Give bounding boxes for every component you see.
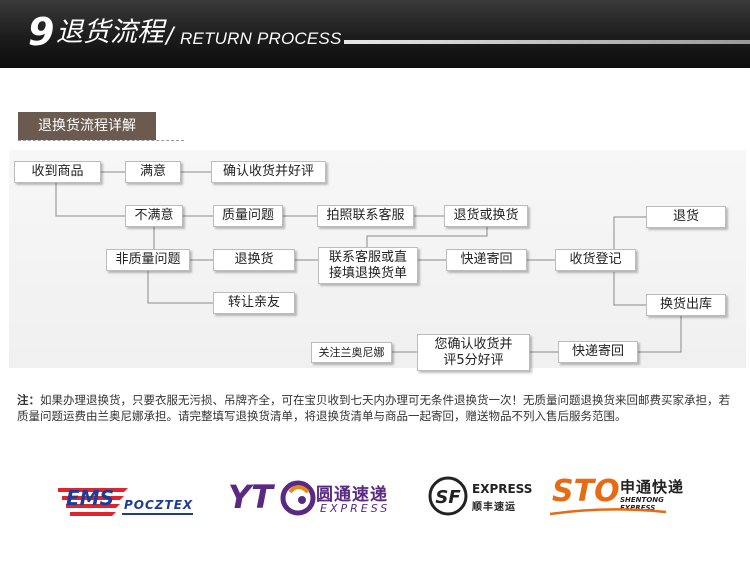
node-express-send-back-2: 快递寄回	[558, 341, 638, 363]
node-transfer-friend: 转让亲友	[213, 292, 295, 314]
banner-title: 退货流程	[56, 17, 164, 48]
sto-logo: STO 申通快递 SHENTONG EXPRESS	[548, 472, 693, 518]
node-contact-fill-line2: 接填退换货单	[328, 265, 407, 281]
ems-logo-sub: POCZTEX	[124, 498, 194, 512]
node-received: 收到商品	[14, 161, 101, 183]
sf-logo-en: EXPRESS	[472, 482, 533, 496]
node-quality-issue: 质量问题	[213, 205, 283, 227]
node-exchange-return: 退换货	[213, 249, 295, 271]
section-tab-underline	[18, 140, 184, 141]
note-text: 如果办理退换货，只要衣服无污损、吊牌齐全，可在宝贝收到七天内办理可无条件退换货一…	[17, 393, 730, 423]
node-non-quality: 非质量问题	[106, 249, 190, 271]
connector-exchangeout-express2	[638, 316, 682, 353]
node-contact-fill: 联系客服或直 接填退换货单	[318, 247, 418, 284]
node-express-send-back: 快递寄回	[446, 249, 527, 271]
node-satisfied: 满意	[125, 161, 181, 183]
sf-emblem-text: SF	[435, 487, 461, 508]
sto-logo-mark: STO	[552, 474, 620, 509]
node-you-confirm-line1: 您确认收货并	[434, 336, 513, 352]
banner-subtitle: RETURN PROCESS	[180, 29, 342, 48]
yto-logo-mark: YT	[228, 478, 273, 516]
yto-logo-en: EXPRESS	[320, 502, 391, 515]
connector-received-unsatisfied	[55, 182, 125, 217]
connector-nonquality-transfer	[147, 271, 213, 304]
ems-wing-icon	[58, 488, 193, 516]
node-exchange-out: 换货出库	[646, 294, 726, 316]
return-note: 注：如果办理退换货，只要衣服无污损、吊牌齐全，可在宝贝收到七天内办理可无条件退换…	[17, 392, 735, 424]
sto-logo-cn: 申通快递	[620, 478, 685, 496]
note-label: 注：	[17, 393, 40, 407]
yto-logo-cn: 圆通速递	[316, 485, 388, 505]
ems-logo: EMS POCZTEX	[58, 484, 193, 522]
node-return: 退货	[646, 206, 726, 228]
sf-emblem-icon: SF	[428, 476, 468, 516]
banner-number: 9	[28, 10, 55, 54]
header-banner: 9 退货流程 / RETURN PROCESS	[0, 0, 750, 68]
sto-logo-en: SHENTONG EXPRESS	[620, 496, 664, 512]
node-photo-contact: 拍照联系客服	[317, 205, 414, 227]
sf-logo-cn: 顺丰速运	[472, 502, 516, 513]
sto-swoosh-icon	[549, 508, 667, 516]
node-you-confirm-line2: 评5分好评	[443, 352, 504, 368]
node-follow-brand: 关注兰奥尼娜	[311, 342, 392, 363]
node-contact-fill-line1: 联系客服或直	[328, 249, 407, 265]
yto-swirl-icon	[280, 480, 316, 516]
connector-register-return	[613, 216, 646, 249]
ems-logo-text: EMS	[66, 486, 114, 510]
node-confirm-review: 确认收货并好评	[211, 161, 326, 183]
sf-logo: SF EXPRESS 顺丰速运	[428, 474, 532, 518]
yto-logo: YT 圆通速递 EXPRESS	[228, 474, 403, 522]
node-unsatisfied: 不满意	[125, 205, 183, 227]
section-tab: 退换货流程详解	[18, 112, 156, 140]
connector-returnexchange-contact	[366, 226, 488, 247]
node-you-confirm: 您确认收货并 评5分好评	[417, 334, 530, 371]
connector-register-exchangeout	[613, 272, 646, 306]
banner-slash: /	[166, 24, 174, 49]
banner-divider	[344, 40, 750, 44]
node-return-or-exchange: 退货或换货	[444, 205, 528, 227]
node-receipt-register: 收货登记	[555, 249, 636, 271]
